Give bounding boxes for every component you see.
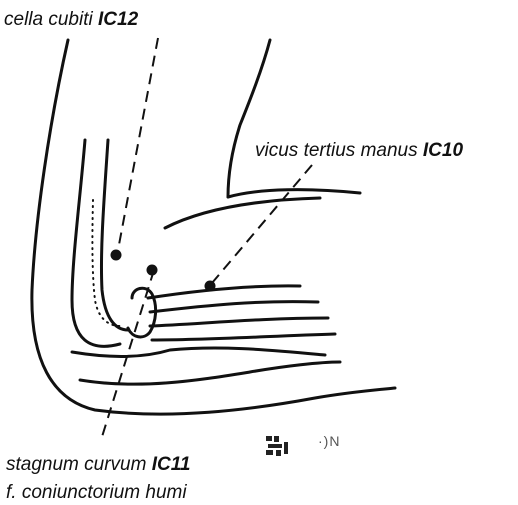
- label-subtitle: f. coniunctorium humi: [6, 483, 187, 502]
- scan-artifact-mark: [266, 436, 288, 456]
- label-stagnum-curvum-name: stagnum curvum: [6, 454, 146, 475]
- humerus-inner-line: [101, 140, 128, 330]
- label-cella-cubiti-name: cella cubiti: [4, 9, 93, 30]
- label-vicus-tertius-manus: vicus tertius manus IC10: [255, 141, 463, 160]
- label-vicus-tertius-manus-code: IC10: [423, 140, 463, 161]
- leader-ic12: [118, 38, 158, 250]
- point-ic10: [205, 281, 216, 292]
- scan-artifact-text: ·)N: [318, 434, 340, 448]
- label-stagnum-curvum-code: IC11: [152, 454, 191, 475]
- outer-arm-contour: [32, 40, 395, 414]
- upper-arm-contour: [228, 40, 270, 197]
- label-vicus-tertius-manus-name: vicus tertius manus: [255, 140, 418, 161]
- radius-line-1: [150, 318, 328, 326]
- ulna-top-line: [148, 286, 300, 298]
- forearm-fold: [165, 198, 320, 228]
- label-stagnum-curvum: stagnum curvum IC11: [6, 455, 190, 474]
- lower-forearm-line-1: [72, 348, 325, 357]
- label-cella-cubiti: cella cubiti IC12: [4, 10, 138, 29]
- point-ic11: [147, 265, 158, 276]
- radius-line-2: [152, 334, 335, 340]
- forearm-top-contour: [228, 190, 360, 197]
- label-cella-cubiti-code: IC12: [98, 9, 138, 30]
- humerus-outer-line: [72, 140, 120, 346]
- point-ic12: [111, 250, 122, 261]
- leader-ic10: [212, 165, 312, 283]
- ulna-line-2: [150, 302, 318, 312]
